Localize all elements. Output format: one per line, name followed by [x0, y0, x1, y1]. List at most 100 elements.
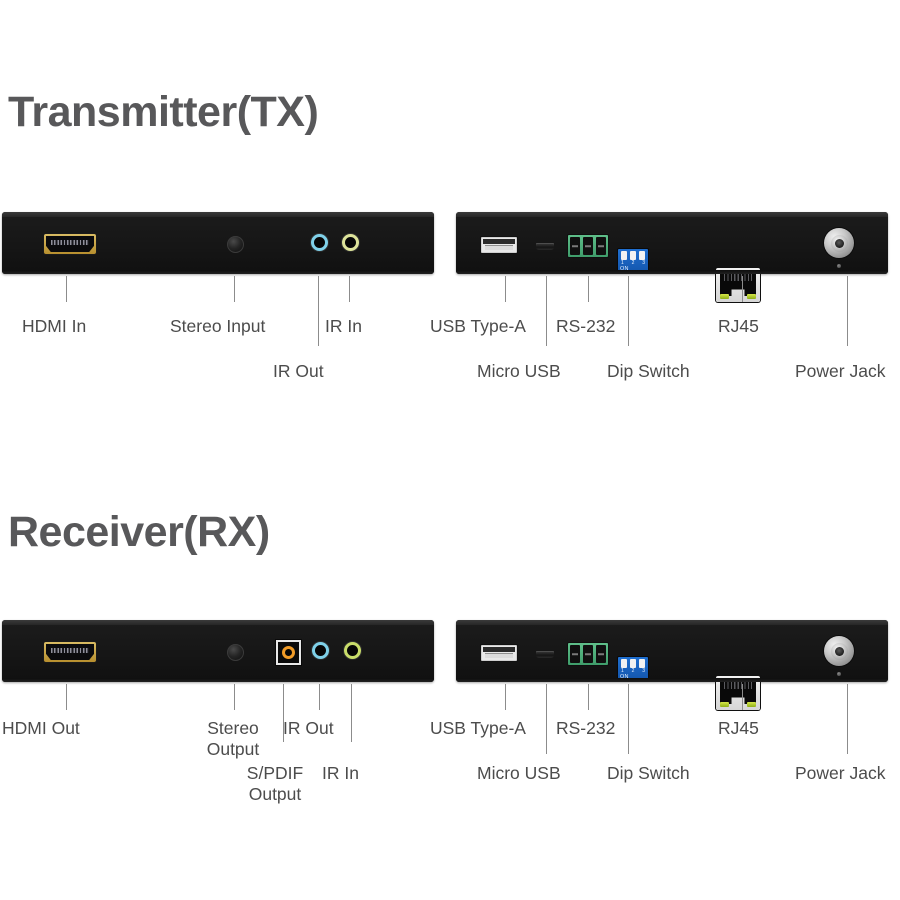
spdif-output-jack	[276, 640, 301, 665]
leader-ir-out	[318, 276, 319, 346]
usb-type-a-port	[481, 237, 517, 253]
label-dip-switch: Dip Switch	[607, 763, 690, 783]
leader-micro-usb	[546, 276, 547, 346]
rj45-led-left	[720, 702, 729, 707]
rj45-port-pins	[724, 681, 752, 689]
label-rj45: RJ45	[718, 718, 759, 738]
rj45-led-left	[720, 294, 729, 299]
label-hdmi-in: HDMI In	[22, 316, 87, 336]
power-jack-pin	[834, 646, 844, 656]
leader-power-jack	[847, 684, 848, 754]
leader-dip-switch	[628, 684, 629, 754]
label-hdmi-out: HDMI Out	[2, 718, 80, 738]
leader-micro-usb	[546, 684, 547, 754]
dip-toggle-2[interactable]	[630, 659, 636, 668]
dip-toggle-2[interactable]	[630, 251, 636, 260]
dip-number-1: 1	[621, 668, 624, 674]
leader-dip-switch	[628, 276, 629, 346]
rs-232-pin-2	[583, 237, 593, 255]
leader-rj45	[742, 684, 743, 710]
rs-232-terminal	[568, 643, 608, 665]
power-jack-screw	[837, 672, 841, 676]
power-jack-ring	[830, 234, 848, 252]
label-micro-usb: Micro USB	[477, 361, 561, 381]
label-usb-type-a: USB Type-A	[430, 316, 526, 336]
dip-number-3: 3	[642, 260, 645, 266]
rj45-led-right	[747, 294, 756, 299]
leader-stereo-output	[234, 684, 235, 710]
receiver-title: Receiver(RX)	[8, 508, 270, 556]
rj45-port	[716, 268, 760, 302]
transmitter-title: Transmitter(TX)	[8, 88, 319, 136]
leader-rj45	[742, 276, 743, 302]
leader-ir-in	[349, 276, 350, 302]
dip-number-1: 1	[621, 260, 624, 266]
dip-switch-numbers: 1 2 3	[621, 260, 645, 266]
leader-power-jack	[847, 276, 848, 346]
label-stereo-input: Stereo Input	[170, 316, 266, 336]
hdmi-out-port	[44, 642, 96, 662]
leader-spdif-output	[283, 684, 284, 742]
dip-switch[interactable]: 1 2 3 ON	[618, 657, 648, 681]
dip-toggle-3[interactable]	[639, 251, 645, 260]
leader-rs-232	[588, 684, 589, 710]
label-stereo-output: Stereo Output	[206, 718, 260, 759]
label-ir-out: IR Out	[273, 361, 324, 381]
label-rs-232: RS-232	[556, 718, 616, 738]
hdmi-in-port-pins	[51, 240, 89, 245]
leader-usb-type-a	[505, 276, 506, 302]
rj45-port	[716, 676, 760, 710]
rj45-port-pins	[724, 273, 752, 281]
dip-switch-toggles[interactable]	[621, 659, 645, 668]
label-rj45: RJ45	[718, 316, 759, 336]
spdif-output-jack-ring	[282, 646, 295, 659]
stereo-input-jack	[227, 236, 244, 253]
leader-hdmi-out	[66, 684, 67, 710]
ir-in-jack	[342, 234, 359, 251]
rs-232-pin-3	[596, 645, 606, 663]
label-ir-out: IR Out	[283, 718, 334, 738]
leader-ir-out	[319, 684, 320, 710]
rs-232-pin-3	[596, 237, 606, 255]
usb-type-a-port	[481, 645, 517, 661]
leader-stereo-input	[234, 276, 235, 302]
leader-rs-232	[588, 276, 589, 302]
ir-out-jack	[312, 642, 329, 659]
rs-232-pin-1	[570, 237, 580, 255]
power-jack-ring	[830, 642, 848, 660]
micro-usb-port	[536, 243, 554, 250]
dip-toggle-1[interactable]	[621, 659, 627, 668]
rj45-led-right	[747, 702, 756, 707]
dip-number-3: 3	[642, 668, 645, 674]
power-jack	[824, 228, 854, 258]
label-ir-in: IR In	[325, 316, 362, 336]
transmitter-rear-panel: 1 2 3 ON	[456, 212, 888, 302]
dip-toggle-3[interactable]	[639, 659, 645, 668]
leader-hdmi-in	[66, 276, 67, 302]
ir-out-jack	[311, 234, 328, 251]
power-jack-screw	[837, 264, 841, 268]
dip-switch[interactable]: 1 2 3 ON	[618, 249, 648, 273]
dip-number-2: 2	[631, 668, 635, 674]
power-jack-pin	[834, 238, 844, 248]
receiver-front-panel	[2, 620, 434, 682]
dip-switch-toggles[interactable]	[621, 251, 645, 260]
label-spdif-output: S/PDIF Output	[246, 763, 304, 804]
dip-toggle-1[interactable]	[621, 251, 627, 260]
label-power-jack: Power Jack	[795, 763, 886, 783]
transmitter-front-panel	[2, 212, 434, 274]
leader-usb-type-a	[505, 684, 506, 710]
power-jack	[824, 636, 854, 666]
rs-232-pin-1	[570, 645, 580, 663]
micro-usb-port	[536, 651, 554, 658]
receiver-rear-panel: 1 2 3 ON	[456, 620, 888, 710]
dip-on-label: ON	[620, 266, 629, 272]
ir-in-jack	[344, 642, 361, 659]
label-micro-usb: Micro USB	[477, 763, 561, 783]
dip-number-2: 2	[631, 260, 635, 266]
rs-232-pin-2	[583, 645, 593, 663]
rs-232-terminal	[568, 235, 608, 257]
label-power-jack: Power Jack	[795, 361, 886, 381]
dip-switch-numbers: 1 2 3	[621, 668, 645, 674]
hdmi-out-port-pins	[51, 648, 89, 653]
